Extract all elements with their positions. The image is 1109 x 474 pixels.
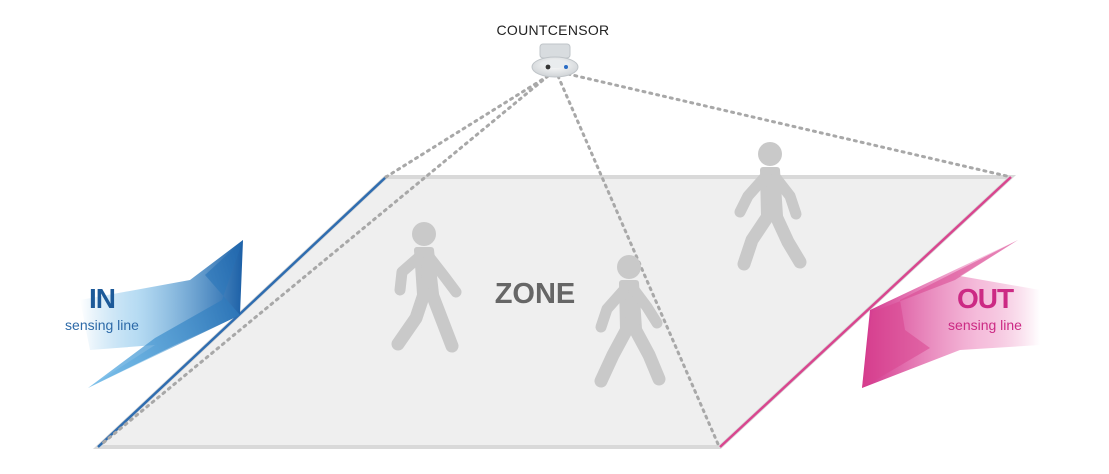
walking-person-icon (594, 255, 666, 388)
sensor-name-label: COUNTCENSOR (496, 22, 610, 38)
in-title: IN (89, 283, 116, 314)
in-arrow-icon (80, 240, 243, 388)
out-title: OUT (956, 283, 1014, 314)
walking-person-icon (391, 222, 462, 353)
sensor-field-of-view (101, 72, 1013, 446)
out-subtitle: sensing line (948, 317, 1022, 333)
out-sensing-line (719, 176, 1012, 448)
out-arrow-icon (862, 240, 1040, 388)
walking-person-icon (734, 142, 807, 271)
zone-label: ZONE (494, 278, 576, 310)
in-subtitle: sensing line (65, 317, 139, 333)
in-sensing-line (97, 176, 387, 448)
countcensor-sensor-icon (531, 43, 579, 78)
